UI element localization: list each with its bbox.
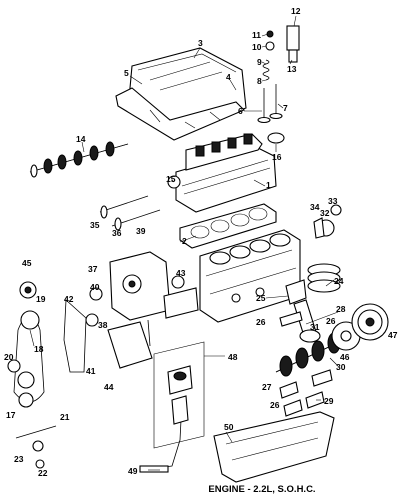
callout-18: 18 <box>34 344 44 354</box>
callout-34: 34 <box>310 202 320 212</box>
callout-15: 15 <box>166 174 176 184</box>
oil-pan <box>213 411 335 483</box>
oil-pump-box <box>153 341 205 449</box>
callout-36: 36 <box>112 228 122 238</box>
callout-41: 41 <box>86 366 96 376</box>
callout-8: 8 <box>257 76 262 86</box>
callout-13: 13 <box>287 64 297 74</box>
cylinder-head <box>175 133 277 213</box>
valve-train-parts <box>257 25 300 144</box>
callout-23: 23 <box>14 454 24 464</box>
callout-16: 16 <box>272 152 282 162</box>
callout-25: 25 <box>256 293 266 303</box>
camshaft <box>29 141 129 178</box>
leader-lines <box>29 15 339 471</box>
callout-42: 42 <box>64 294 74 304</box>
callout-4: 4 <box>226 72 231 82</box>
callout-39: 39 <box>136 226 146 236</box>
flywheel <box>331 303 389 351</box>
callout-1: 1 <box>266 180 271 190</box>
callout-17: 17 <box>6 410 16 420</box>
head-gasket <box>179 203 277 249</box>
callout-37: 37 <box>88 264 98 274</box>
callout-45: 45 <box>22 258 32 268</box>
callout-7: 7 <box>283 103 288 113</box>
callout-32: 32 <box>320 208 330 218</box>
callout-26b: 26 <box>270 400 280 410</box>
timing-belt-system <box>7 281 87 408</box>
callout-26c: 26 <box>326 316 336 326</box>
callout-27: 27 <box>262 382 272 392</box>
callout-21: 21 <box>60 412 70 422</box>
callout-19: 19 <box>36 294 46 304</box>
callout-9: 9 <box>257 57 262 67</box>
callout-47: 47 <box>388 330 398 340</box>
callout-35: 35 <box>90 220 100 230</box>
engine-block <box>199 229 301 323</box>
callout-12: 12 <box>291 6 301 16</box>
callout-50: 50 <box>224 422 234 432</box>
callout-2: 2 <box>182 236 187 246</box>
callout-20: 20 <box>4 352 14 362</box>
callout-14: 14 <box>76 134 86 144</box>
callout-46: 46 <box>340 352 350 362</box>
callout-6: 6 <box>238 106 243 116</box>
callout-29: 29 <box>324 396 334 406</box>
small-parts <box>15 175 342 469</box>
piston-assembly <box>279 263 341 343</box>
intermediate-shafts <box>99 195 161 231</box>
main-bearings <box>279 369 333 417</box>
callout-10: 10 <box>252 42 262 52</box>
callout-26a: 26 <box>256 317 266 327</box>
valve-cover <box>115 47 247 141</box>
diagram-caption: ENGINE - 2.2L, S.O.H.C. <box>208 484 315 495</box>
callout-40: 40 <box>90 282 100 292</box>
callout-28: 28 <box>336 304 346 314</box>
timing-cover <box>85 251 199 369</box>
callout-44: 44 <box>104 382 114 392</box>
callout-11: 11 <box>252 30 261 40</box>
callout-38: 38 <box>98 320 108 330</box>
callout-48: 48 <box>228 352 238 362</box>
callout-43: 43 <box>176 268 186 278</box>
callout-labels: 1 2 3 4 5 6 7 8 9 10 11 12 13 14 15 16 1… <box>4 6 398 478</box>
callout-3: 3 <box>198 38 203 48</box>
callout-49: 49 <box>128 466 138 476</box>
callout-5: 5 <box>124 68 129 78</box>
callout-22: 22 <box>38 468 48 478</box>
callout-30: 30 <box>336 362 346 372</box>
callout-31: 31 <box>310 322 320 332</box>
callout-33: 33 <box>328 196 338 206</box>
callout-24: 24 <box>334 276 344 286</box>
